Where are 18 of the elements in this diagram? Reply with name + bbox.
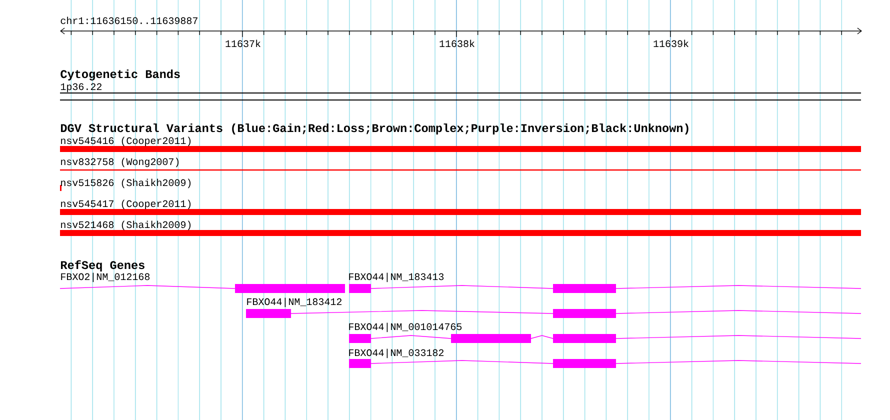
- track-label: nsv545417 (Cooper2011): [61, 200, 191, 210]
- track-label: FBXO2|NM_012168: [61, 272, 150, 282]
- track-heading: Cytogenetic Bands: [60, 69, 180, 80]
- track-label: nsv515826 (Shaikh2009): [61, 178, 191, 188]
- coordinate-label: chr1:11636150..11639887: [60, 16, 198, 24]
- track-label: FBXO44|NM_183412: [247, 298, 342, 308]
- tick-label: 11639k: [654, 40, 688, 48]
- track-label: FBXO44|NM_033182: [349, 348, 444, 358]
- track-label: FBXO44|NM_183413: [349, 272, 444, 282]
- track-heading: DGV Structural Variants (Blue:Gain;Red:Loss;Brown:Complex;Purple:Inversion;Black:Unknown): [60, 123, 688, 134]
- track-label: nsv521468 (Shaikh2009): [61, 220, 191, 230]
- tick-label: 11637k: [226, 40, 260, 48]
- tick-label: 11638k: [440, 40, 474, 48]
- track-label: nsv545416 (Cooper2011): [61, 136, 191, 146]
- track-label: FBXO44|NM_001014765: [349, 322, 462, 332]
- track-label: 1p36.22: [60, 83, 102, 92]
- track-heading: RefSeq Genes: [60, 260, 144, 272]
- track-label: nsv832758 (Wong2007): [61, 158, 179, 168]
